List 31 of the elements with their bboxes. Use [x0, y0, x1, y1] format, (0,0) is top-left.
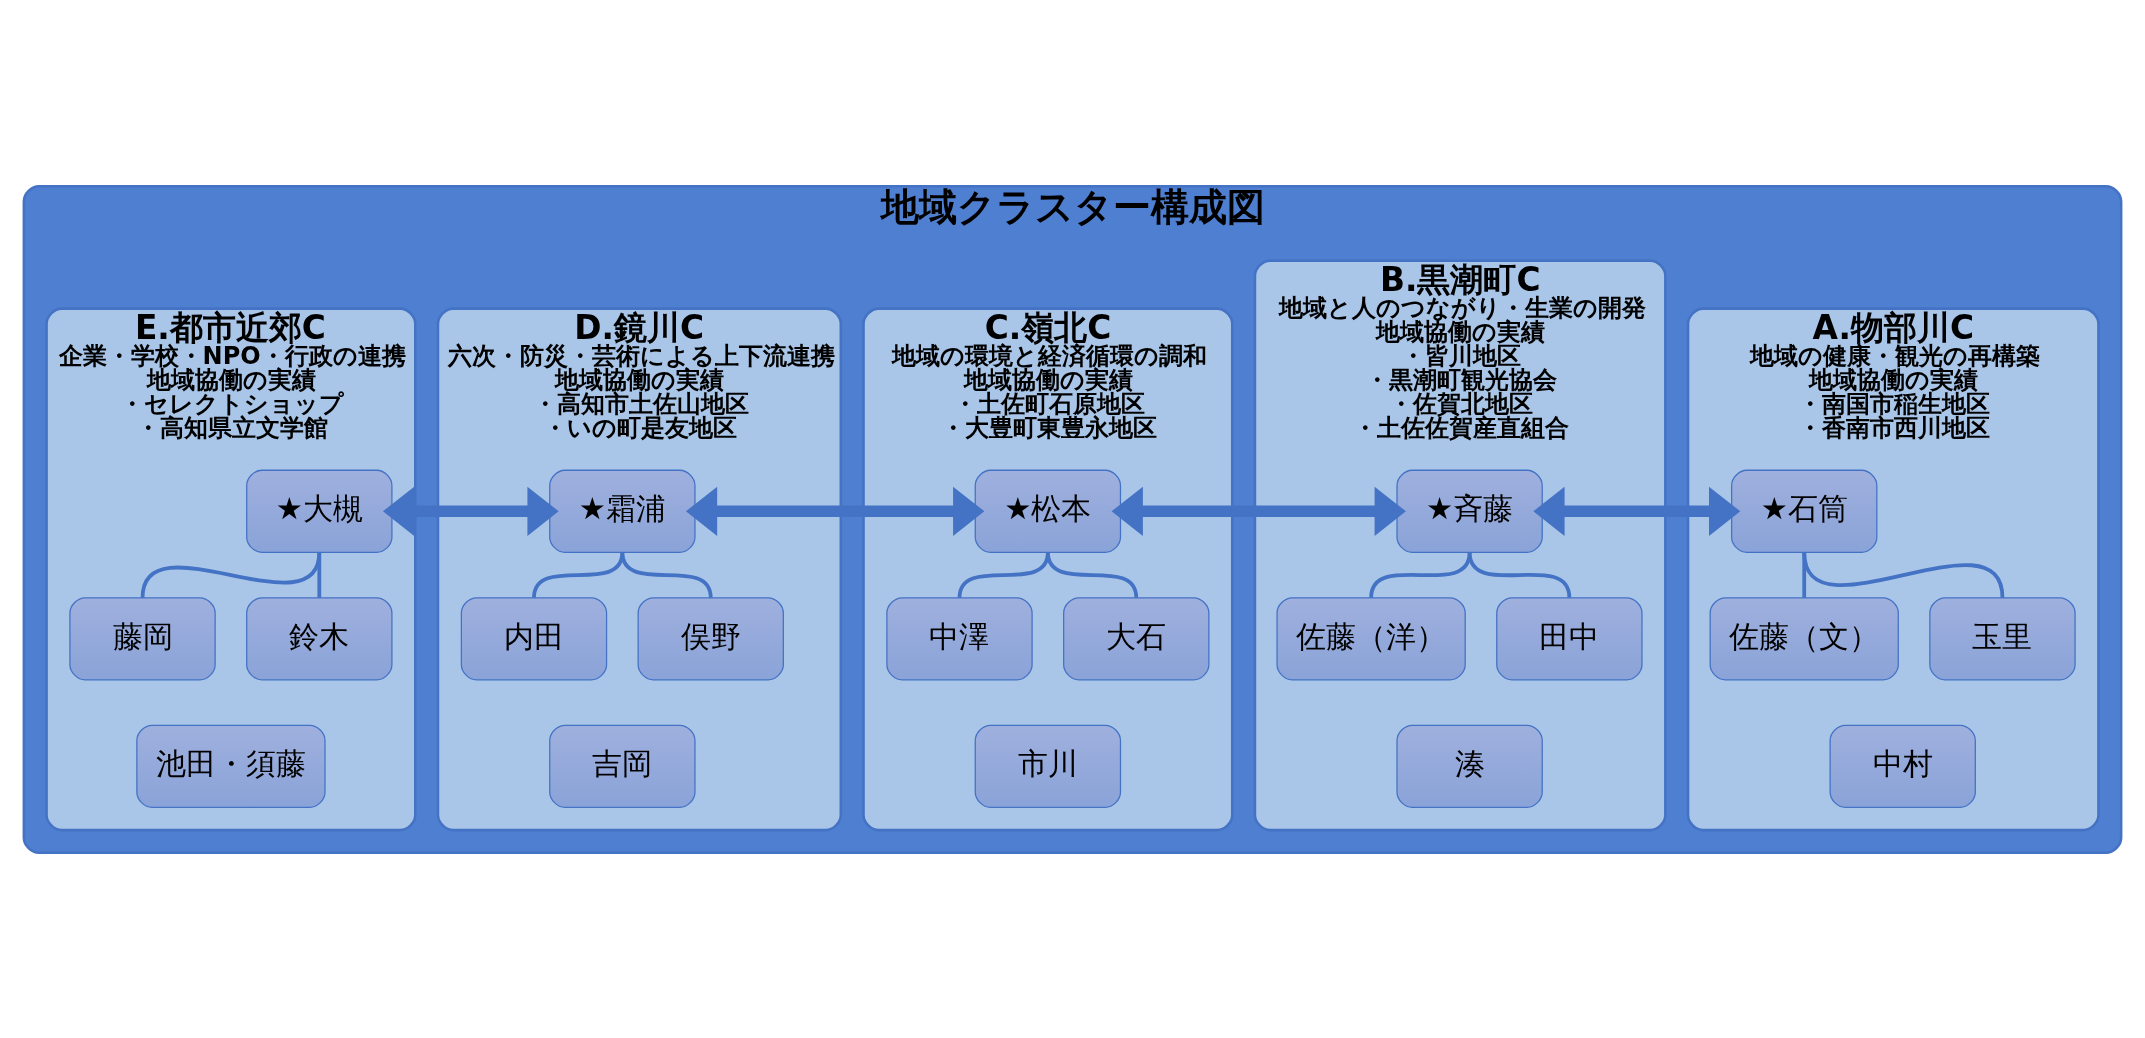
node-box: ★大槻 [246, 469, 393, 553]
node-box: 池田・須藤 [136, 724, 326, 808]
connector [140, 551, 322, 598]
arrow [1533, 486, 1741, 536]
node-box: ★霜浦 [549, 469, 696, 553]
connector [1046, 551, 1139, 598]
node-box: 湊 [1396, 724, 1543, 808]
node-box: 吉岡 [549, 724, 696, 808]
node-box: 俣野 [637, 596, 784, 680]
node-box: ★石筒 [1731, 469, 1878, 553]
node-box: 内田 [460, 596, 608, 680]
node-box: 中村 [1829, 724, 1976, 808]
node-box: ★斉藤 [1396, 469, 1543, 553]
node-box: 鈴木 [246, 596, 393, 680]
connector [620, 551, 713, 598]
node-box: 中澤 [886, 596, 1033, 680]
node-box: 田中 [1496, 596, 1643, 680]
node-box: ★松本 [974, 469, 1122, 553]
connector [317, 551, 322, 598]
connector [532, 551, 625, 598]
arrow [1111, 486, 1406, 536]
node-box: 玉里 [1929, 596, 2076, 680]
node-box: 佐藤（洋） [1276, 596, 1466, 680]
connector [1467, 551, 1572, 598]
arrow [382, 486, 559, 536]
node-box: 市川 [974, 724, 1122, 808]
node-box: 大石 [1063, 596, 1210, 680]
node-box: 佐藤（文） [1709, 596, 1899, 680]
connector [1802, 551, 2005, 598]
arrow [685, 486, 985, 536]
node-box: 藤岡 [69, 596, 216, 680]
